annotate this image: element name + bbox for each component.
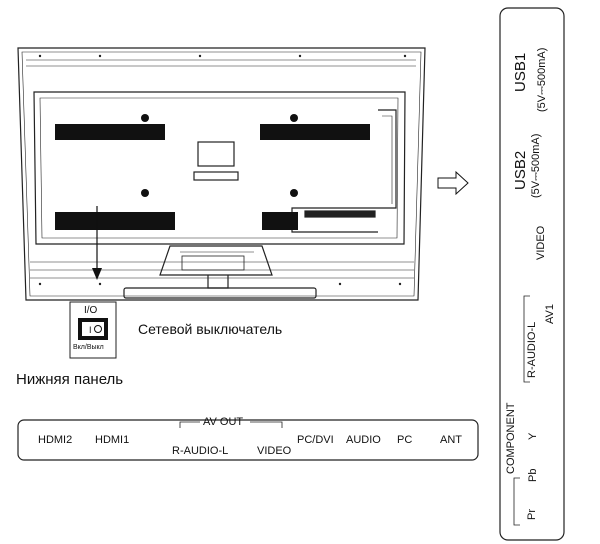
- port-pc-dvi: PC/DVI: [297, 434, 334, 446]
- svg-text:I: I: [89, 325, 92, 335]
- port-hdmi1: HDMI1: [95, 434, 130, 446]
- usb1-spec: (5V⎓500mA): [536, 47, 548, 112]
- port-hdmi2: HDMI2: [38, 434, 73, 446]
- av-out-label: AV OUT: [203, 416, 244, 428]
- bottom-panel-outline: [17, 419, 479, 461]
- component-pr-label: Pr: [526, 509, 538, 520]
- tv-outer-frame: [17, 47, 426, 301]
- usb2-spec: (5V⎓500mA): [530, 133, 542, 198]
- usb1-label: USB1: [512, 52, 529, 92]
- port-video: VIDEO: [257, 445, 292, 457]
- component-y-label: Y: [527, 432, 539, 440]
- port-audio: AUDIO: [346, 434, 381, 446]
- r-audio-l-label: R-AUDIO-L: [526, 321, 538, 378]
- tv-back-panel: [33, 91, 406, 245]
- bottom-panel-title: Нижняя панель: [16, 371, 124, 388]
- power-switch-caption: Сетевой выключатель: [138, 321, 283, 337]
- component-label: COMPONENT: [505, 402, 517, 475]
- port-r-audio-l: R-AUDIO-L: [172, 445, 229, 457]
- component-pb-label: Pb: [527, 468, 539, 482]
- arrow-down-icon: [92, 206, 102, 280]
- tv-stand: [159, 245, 273, 276]
- arrow-right-icon: [437, 170, 469, 196]
- usb2-label: USB2: [512, 150, 529, 190]
- side-panel-outline: [499, 7, 565, 541]
- port-ant: ANT: [440, 434, 462, 446]
- video-label: VIDEO: [535, 225, 547, 260]
- switch-on-off-label: Вкл/Выкл: [73, 344, 104, 351]
- switch-io-label: I/O: [84, 305, 98, 316]
- port-pc: PC: [397, 434, 413, 446]
- av1-label: AV1: [544, 304, 556, 324]
